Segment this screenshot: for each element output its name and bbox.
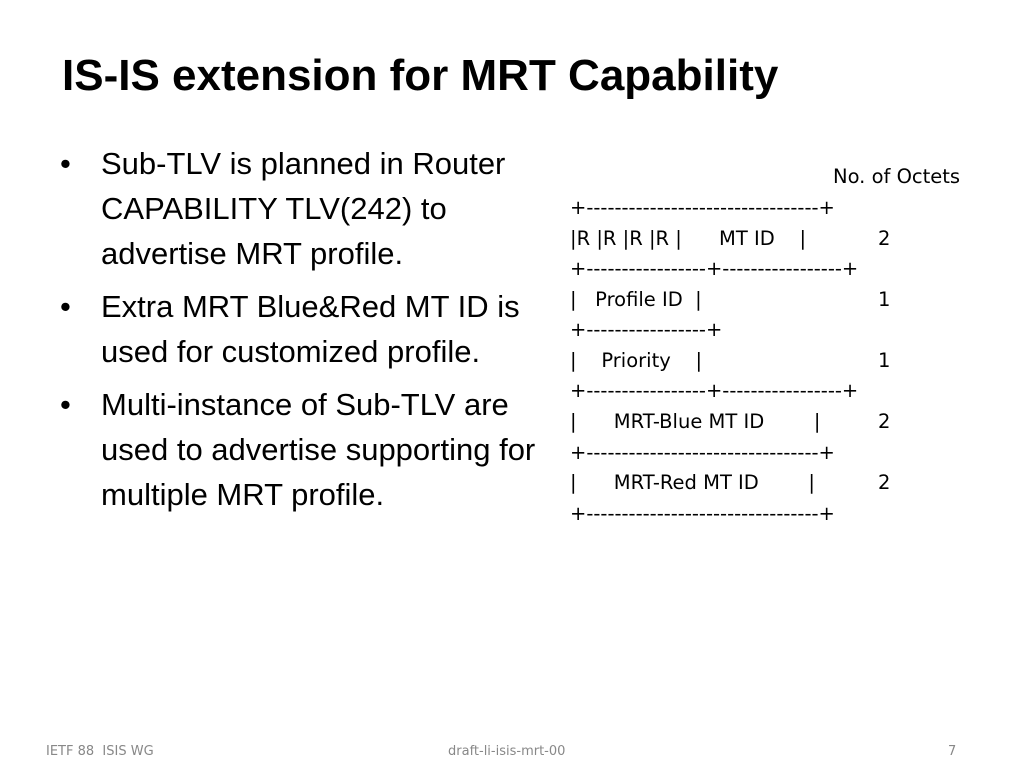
bullet-dot-icon: •: [60, 387, 71, 422]
octets-column-header: No. of Octets: [833, 165, 961, 188]
bullet-list: • Sub-TLV is planned in Router CAPABILIT…: [56, 141, 546, 525]
octet-count: 2: [878, 410, 891, 433]
bullet-item-1: • Sub-TLV is planned in Router CAPABILIT…: [56, 141, 546, 276]
bullet-item-2: • Extra MRT Blue&Red MT ID is used for c…: [56, 284, 546, 374]
diagram-border-line: +-----------------+: [570, 318, 723, 341]
diagram-border-line: +---------------------------------+: [570, 196, 835, 219]
octet-count: 2: [878, 227, 891, 250]
diagram-border-line: +---------------------------------+: [570, 441, 835, 464]
diagram-row-priority: | Priority |: [570, 349, 703, 372]
bullet-text-1: Sub-TLV is planned in Router CAPABILITY …: [101, 146, 506, 271]
tlv-format-diagram: No. of Octets +-------------------------…: [570, 165, 990, 535]
bullet-item-3: • Multi-instance of Sub-TLV are used to …: [56, 382, 546, 517]
octet-count: 2: [878, 471, 891, 494]
diagram-border-line: +-----------------+-----------------+: [570, 257, 859, 280]
diagram-row-mt-id: |R |R |R |R | MT ID |: [570, 227, 807, 250]
bullet-dot-icon: •: [60, 146, 71, 181]
octet-count: 1: [878, 349, 891, 372]
bullet-text-3: Multi-instance of Sub-TLV are used to ad…: [101, 387, 536, 512]
footer-center: draft-li-isis-mrt-00: [448, 744, 566, 759]
bullet-text-2: Extra MRT Blue&Red MT ID is used for cus…: [101, 289, 520, 369]
footer-left: IETF 88 ISIS WG: [46, 744, 154, 759]
bullet-dot-icon: •: [60, 289, 71, 324]
diagram-border-line: +-----------------+-----------------+: [570, 379, 859, 402]
slide-title: IS-IS extension for MRT Capability: [62, 51, 779, 100]
diagram-row-profile-id: | Profile ID |: [570, 288, 702, 311]
diagram-border-line: +---------------------------------+: [570, 502, 835, 525]
slide-number: 7: [948, 744, 957, 759]
octet-count: 1: [878, 288, 891, 311]
diagram-row-mrt-blue-mt-id: | MRT-Blue MT ID |: [570, 410, 821, 433]
diagram-row-mrt-red-mt-id: | MRT-Red MT ID |: [570, 471, 815, 494]
